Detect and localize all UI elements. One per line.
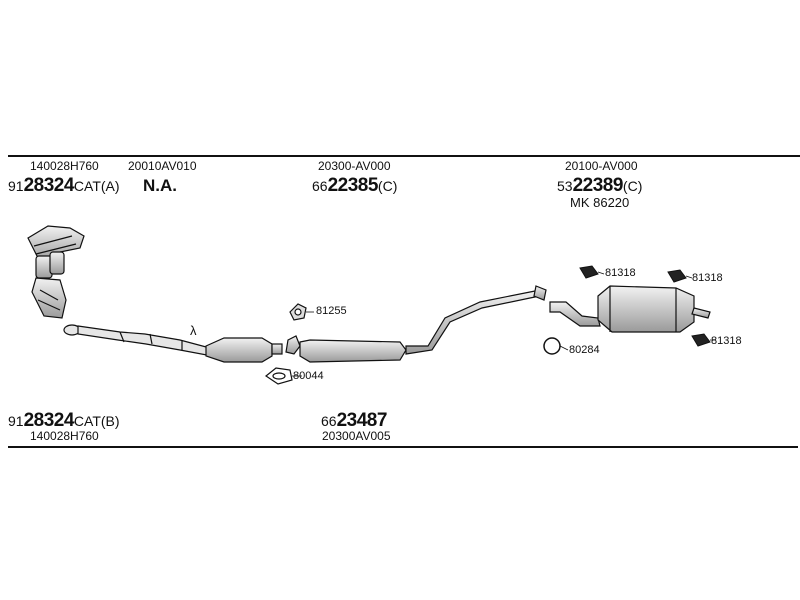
callout-80044[interactable]: 80044 [293, 370, 324, 382]
catalytic-converter[interactable] [205, 337, 283, 363]
oem-number-manifold-a: 140028H760 [30, 159, 99, 173]
part-number-rear-muffler[interactable]: 5322389(C) [557, 176, 642, 195]
part-prefix: 66 [312, 178, 328, 194]
part-prefix: 53 [557, 178, 573, 194]
exhaust-manifold-catalyst[interactable] [27, 225, 85, 319]
callout-81255[interactable]: 81255 [316, 305, 347, 317]
oem-number-center-pipe: 20300-AV000 [318, 159, 391, 173]
callout-81318-c[interactable]: 81318 [711, 335, 742, 347]
front-pipe[interactable] [63, 324, 213, 357]
callout-80284[interactable]: 80284 [569, 344, 600, 356]
callout-81318-b[interactable]: 81318 [692, 272, 723, 284]
part-prefix: 66 [321, 413, 337, 429]
hanger-81318-a-icon[interactable] [579, 265, 599, 279]
leader-lines [292, 271, 716, 377]
part-suffix: (C) [622, 178, 643, 194]
oem-number-front-pipe: 20010AV010 [128, 159, 197, 173]
hanger-81318-b-icon[interactable] [667, 269, 687, 283]
part-main: 28324 [23, 175, 75, 196]
part-main: 22385 [327, 175, 379, 196]
footer-rule [8, 446, 798, 448]
gasket-80044-icon[interactable] [264, 367, 293, 385]
part-number-manifold-b[interactable]: 9128324CAT(B) [8, 411, 120, 430]
part-main: 28324 [23, 410, 75, 431]
part-number-manifold-a[interactable]: 9128324CAT(A) [8, 176, 120, 195]
hanger-81318-c-icon[interactable] [691, 333, 711, 347]
part-number-center-pipe-alt[interactable]: 6623487 [321, 411, 387, 430]
rear-muffler[interactable] [549, 285, 711, 333]
part-prefix: 91 [8, 413, 24, 429]
part-main: 23487 [336, 410, 388, 431]
lambda-sensor-label: λ [190, 323, 197, 338]
part-main: 22389 [572, 175, 624, 196]
ring-80284-icon[interactable] [543, 337, 561, 355]
mounting-kit-number[interactable]: MK 86220 [570, 195, 630, 210]
not-available-label: N.A. [143, 176, 177, 195]
part-suffix: CAT(A) [73, 178, 120, 194]
oem-number-manifold-b: 140028H760 [30, 429, 99, 443]
callout-81318-a[interactable]: 81318 [605, 267, 636, 279]
center-pipe-middle-muffler[interactable] [285, 285, 547, 363]
part-number-center-pipe[interactable]: 6622385(C) [312, 176, 397, 195]
gasket-81255-icon[interactable] [289, 303, 307, 321]
part-suffix: CAT(B) [73, 413, 120, 429]
oem-number-center-pipe-alt: 20300AV005 [322, 429, 391, 443]
part-prefix: 91 [8, 178, 24, 194]
oem-number-rear-muffler: 20100-AV000 [565, 159, 638, 173]
part-suffix: (C) [377, 178, 398, 194]
header-rule [8, 155, 800, 157]
